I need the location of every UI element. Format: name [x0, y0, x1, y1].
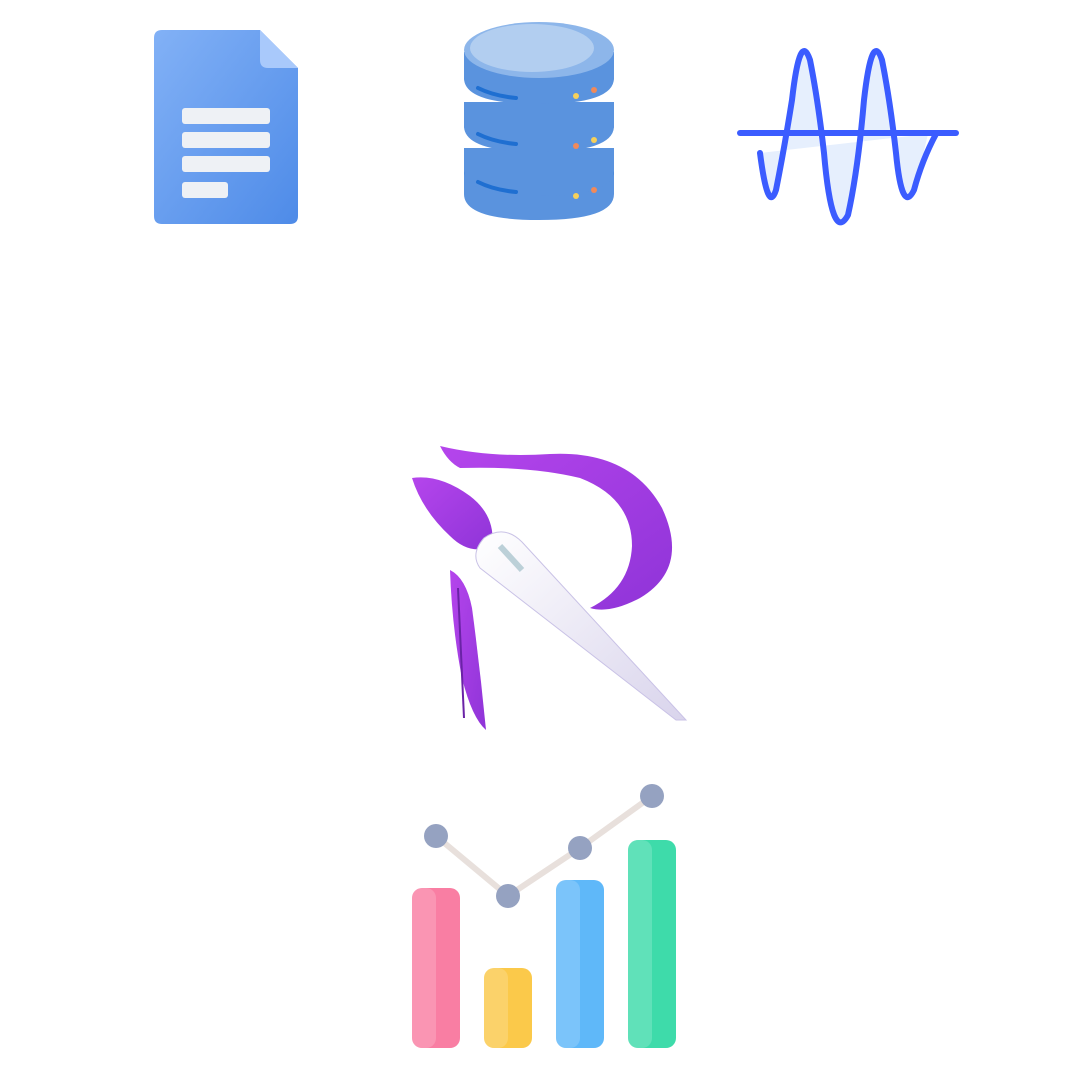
- chart-bar-highlight: [484, 968, 508, 1048]
- chart-bar: [556, 880, 604, 1048]
- paintbrush-r-logo: [400, 438, 690, 734]
- chart-bar-highlight: [556, 880, 580, 1048]
- chart-point: [640, 784, 664, 808]
- chart-bar: [484, 968, 532, 1048]
- chart-bar: [412, 888, 460, 1048]
- database-icon: [460, 18, 618, 224]
- waveform-icon: [732, 40, 964, 228]
- bar-line-chart-icon: [408, 780, 684, 1052]
- chart-point: [568, 836, 592, 860]
- document-icon: [148, 26, 304, 226]
- chart-point: [496, 884, 520, 908]
- chart-bar-highlight: [628, 840, 652, 1048]
- chart-bar-highlight: [412, 888, 436, 1048]
- chart-point: [424, 824, 448, 848]
- chart-bar: [628, 840, 676, 1048]
- chart-line: [434, 793, 654, 899]
